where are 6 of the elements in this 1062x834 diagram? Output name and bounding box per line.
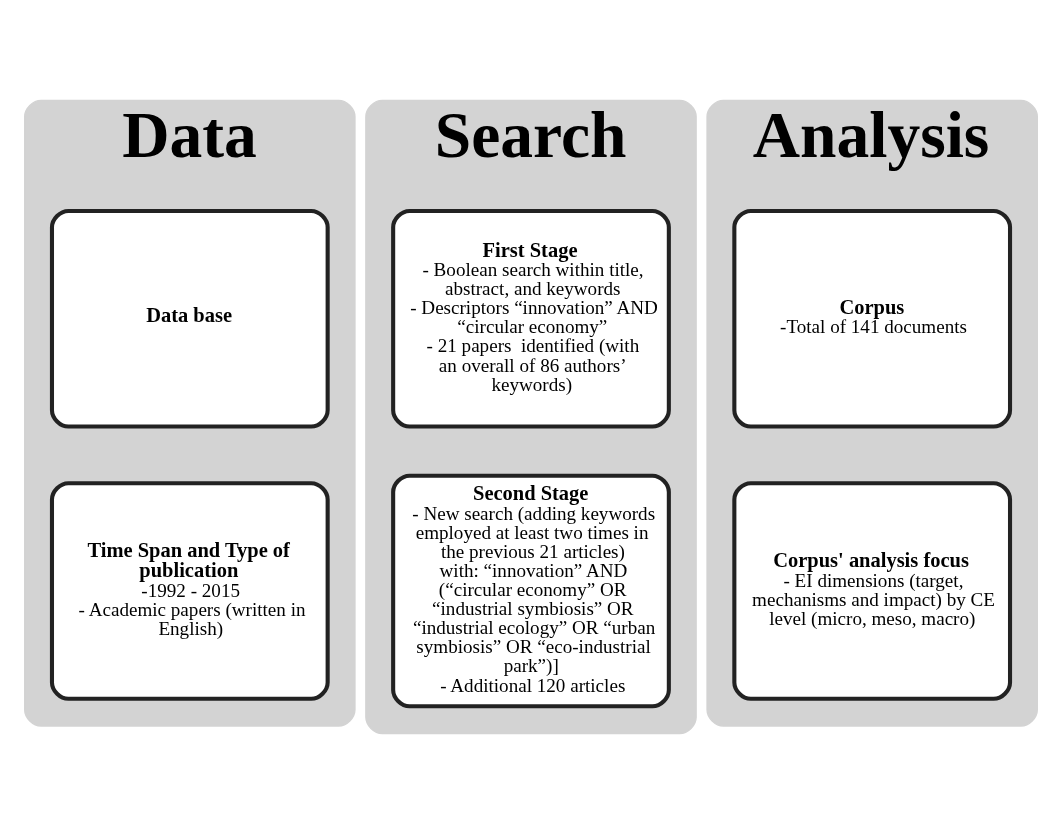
node-box: Corpus' analysis focus - EI dimensions (target, mechanisms and impact) by CE level (micro, meso, macro) <box>732 481 1013 701</box>
node-box: First Stage - Boolean search within title, abstract, and keywords - Descriptors “innovation” AND “circular economy” - 21 papers identified (with an overall of 86 authors’ keywords) <box>391 208 671 429</box>
node-box: Corpus -Total of 141 documents <box>732 208 1013 429</box>
node-box: Second Stage - New search (adding keywords employed at least two times in the previous 21 articles) with: “innovation” AND (“circular economy” OR “industrial symbiosis” OR “industrial ecology” OR “urban symbiosis” OR “eco-industrial park”)] - Additional 120 articles <box>391 473 671 709</box>
node-box: Data base <box>49 208 330 429</box>
node-box: Time Span and Type of publication -1992 - 2015 - Academic papers (written in English) <box>49 481 330 701</box>
